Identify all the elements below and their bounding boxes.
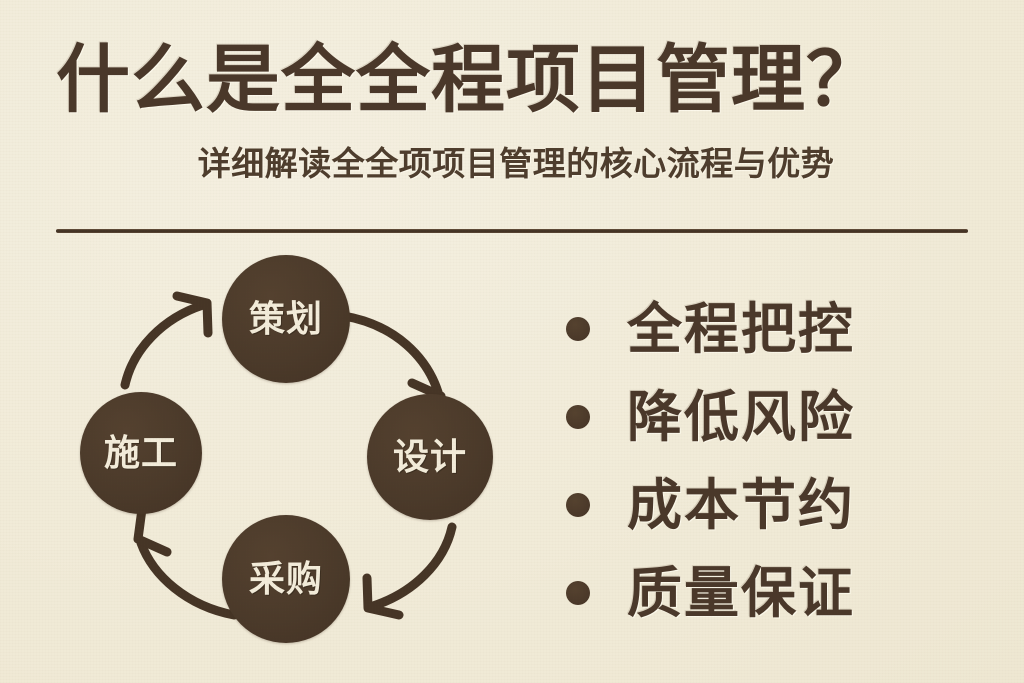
cycle-node-design-label: 设计 <box>392 436 467 477</box>
bullet-icon <box>566 581 590 605</box>
arrow-construction-to-planning <box>120 291 213 390</box>
cycle-node-procurement-label: 采购 <box>248 558 323 599</box>
arrow-design-to-procurement <box>362 522 457 620</box>
list-item: 成本节约 <box>566 461 986 549</box>
cycle-node-construction-label: 施工 <box>103 432 178 473</box>
bullet-icon <box>566 317 590 341</box>
cycle-node-design[interactable]: 设计 <box>367 394 493 520</box>
benefit-label: 降低风险 <box>627 386 856 448</box>
bullet-icon <box>566 405 590 429</box>
cycle-node-procurement[interactable]: 采购 <box>222 515 350 643</box>
cycle-node-planning-label: 策划 <box>248 298 323 339</box>
page-title: 什么是全全程项目管理？ <box>56 38 881 121</box>
page-subtitle: 详细解读全全项项目管理的核心流程与优势 <box>197 145 835 182</box>
list-item: 降低风险 <box>566 373 986 461</box>
cycle-arrows-svg <box>120 291 457 620</box>
benefit-label: 全程把控 <box>627 298 856 360</box>
benefit-label: 成本节约 <box>627 474 856 536</box>
cycle-node-planning[interactable]: 策划 <box>222 255 350 383</box>
benefit-label: 质量保证 <box>627 562 856 624</box>
header-divider <box>56 229 968 233</box>
arrow-procurement-to-construction <box>133 504 239 620</box>
bullet-icon <box>566 493 590 517</box>
list-item: 全程把控 <box>566 285 986 373</box>
cycle-node-construction[interactable]: 施工 <box>80 392 202 514</box>
list-item: 质量保证 <box>566 549 986 637</box>
process-cycle-diagram: 策划 设计 采购 施工 <box>55 240 525 660</box>
benefits-list: 全程把控 降低风险 成本节约 质量保证 <box>566 285 986 637</box>
